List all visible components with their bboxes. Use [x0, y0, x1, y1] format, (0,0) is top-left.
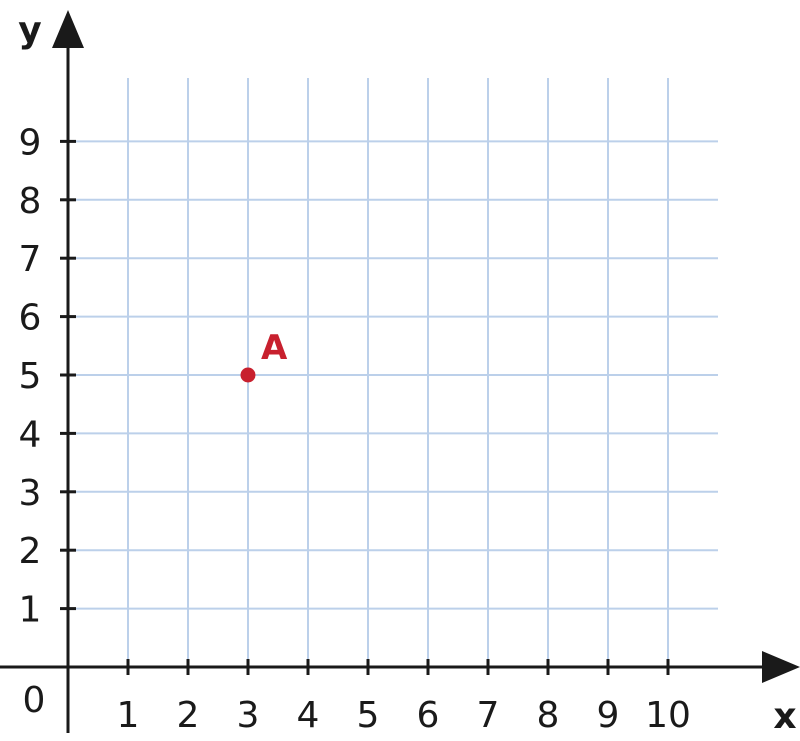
data-points: A: [240, 328, 288, 383]
grid: [68, 78, 718, 667]
y-axis-arrow-icon: [52, 10, 84, 48]
x-axis-title: x: [773, 696, 796, 737]
x-tick-label: 8: [537, 695, 560, 736]
y-tick-label: 7: [19, 239, 42, 280]
y-tick-label: 1: [19, 590, 42, 631]
x-axis-arrow-icon: [762, 651, 800, 683]
y-tick-label: 8: [19, 181, 42, 222]
x-tick-label: 5: [357, 695, 380, 736]
y-tick-label: 2: [19, 531, 42, 572]
x-tick-label: 9: [597, 695, 620, 736]
y-tick-label: 4: [19, 414, 42, 455]
y-tick-label: 6: [19, 298, 42, 339]
point-a-marker: [240, 367, 256, 383]
x-tick-label: 7: [477, 695, 500, 736]
x-tick-label: 10: [645, 695, 691, 736]
x-tick-label: 6: [417, 695, 440, 736]
y-tick-label: 9: [19, 122, 42, 163]
x-tick-label: 2: [177, 695, 200, 736]
axis-labels: x y 0: [18, 10, 796, 737]
y-axis-title: y: [18, 10, 41, 51]
x-tick-label: 4: [297, 695, 320, 736]
y-tick-label: 5: [19, 356, 42, 397]
axes: [0, 10, 800, 733]
origin-label: 0: [23, 680, 46, 721]
x-tick-label: 1: [117, 695, 140, 736]
x-tick-label: 3: [237, 695, 260, 736]
point-a-label: A: [261, 328, 288, 368]
y-tick-label: 3: [19, 473, 42, 514]
